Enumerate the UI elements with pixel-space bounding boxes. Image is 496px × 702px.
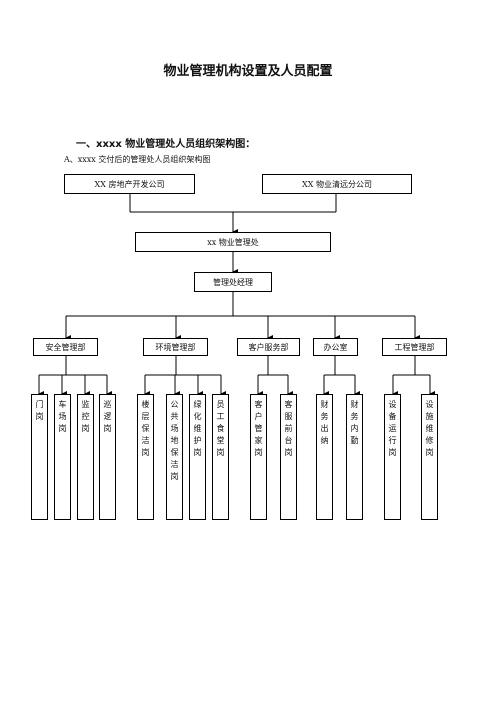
subsection-heading: A、xxxx 交付后的管理处人员组织架构图	[64, 155, 211, 164]
post-box: 门 岗	[31, 394, 48, 520]
post-label: 财 务 内 勤	[350, 400, 359, 445]
post-label: 巡 逻 岗	[103, 400, 112, 433]
post-box: 楼 层 保 洁 岗	[137, 394, 154, 520]
post-box: 财 务 出 纳	[316, 394, 333, 520]
post-label: 财 务 出 纳	[320, 400, 329, 445]
post-box: 客 户 管 家 岗	[250, 394, 267, 520]
post-label: 客 服 前 台 岗	[284, 400, 293, 457]
post-label: 公 共 场 地 保 洁 岗	[170, 400, 179, 481]
post-label: 门 岗	[35, 400, 44, 421]
dept-safety: 安全管理部	[33, 338, 98, 356]
post-box: 绿 化 维 护 岗	[189, 394, 206, 520]
post-label: 客 户 管 家 岗	[254, 400, 263, 457]
dept-environment: 环境管理部	[143, 338, 208, 356]
node-management-office: xx 物业管理处	[135, 232, 331, 252]
post-label: 车 场 岗	[58, 400, 67, 433]
post-label: 楼 层 保 洁 岗	[141, 400, 150, 457]
dept-office: 办公室	[313, 338, 358, 356]
post-box: 巡 逻 岗	[99, 394, 116, 520]
post-box: 车 场 岗	[54, 394, 71, 520]
post-box: 设 备 运 行 岗	[384, 394, 401, 520]
post-label: 设 备 运 行 岗	[388, 400, 397, 457]
node-property-branch-company: XX 物业清远分公司	[262, 174, 412, 194]
page-title: 物业管理机构设置及人员配置	[163, 64, 333, 79]
post-box: 公 共 场 地 保 洁 岗	[166, 394, 183, 520]
post-box: 财 务 内 勤	[346, 394, 363, 520]
post-box: 客 服 前 台 岗	[280, 394, 297, 520]
post-label: 设 施 维 修 岗	[425, 400, 434, 457]
post-box: 设 施 维 修 岗	[421, 394, 438, 520]
post-label: 监 控 岗	[81, 400, 90, 433]
dept-customer-service: 客户服务部	[237, 338, 300, 356]
post-label: 员 工 食 堂 岗	[216, 400, 225, 457]
dept-engineering: 工程管理部	[382, 338, 447, 356]
section-heading: 一、xxxx 物业管理处人员组织架构图：	[76, 139, 256, 150]
post-box: 监 控 岗	[77, 394, 94, 520]
node-office-manager: 管理处经理	[194, 272, 272, 292]
node-developer-company: XX 房地产开发公司	[64, 174, 195, 194]
post-box: 员 工 食 堂 岗	[212, 394, 229, 520]
post-label: 绿 化 维 护 岗	[193, 400, 202, 457]
